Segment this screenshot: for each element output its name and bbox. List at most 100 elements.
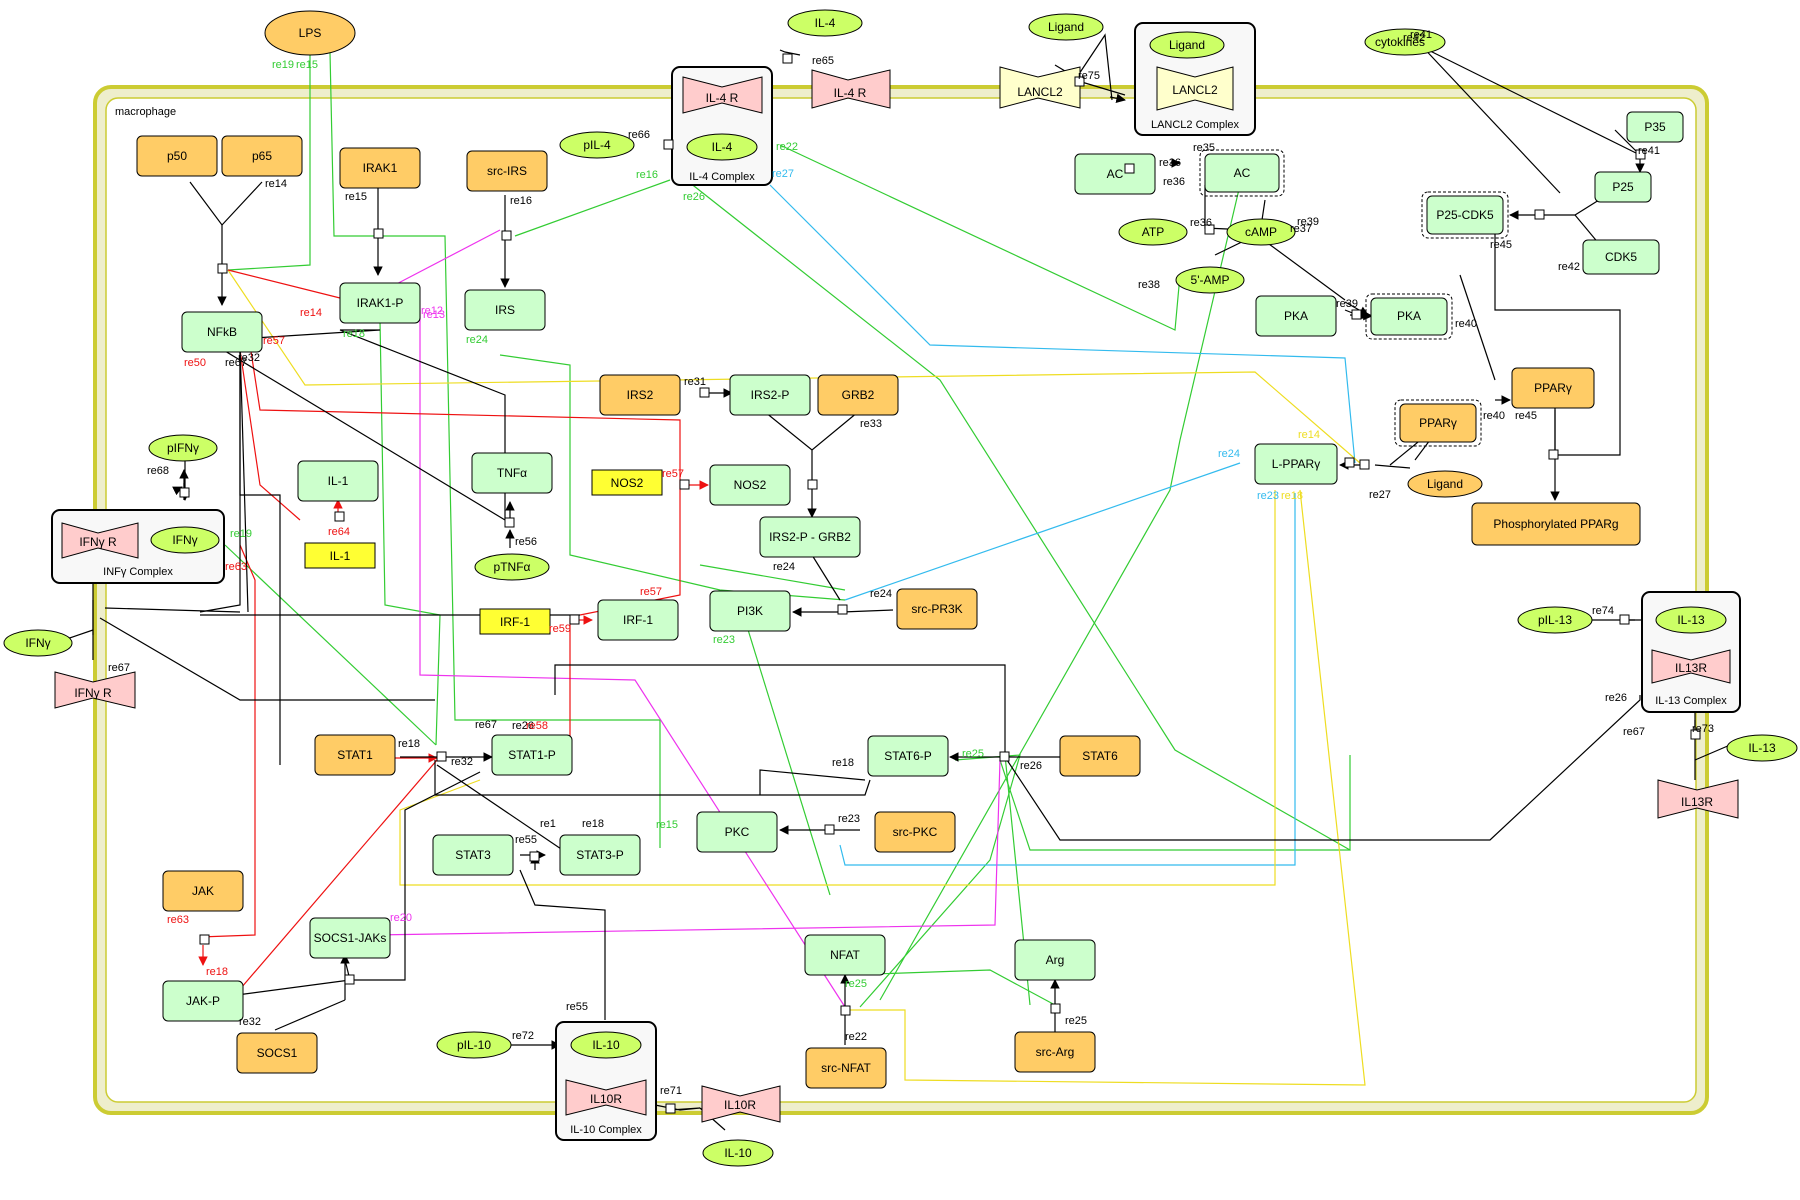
node-nfat[interactable]: NFAT [804,934,886,976]
node-pil13[interactable]: pIL-13 [1517,606,1593,634]
node-il13r-out[interactable]: IL13R [1657,779,1739,819]
node-ppar-orange[interactable]: PPARγ [1511,367,1595,409]
node-stat6[interactable]: STAT6 [1059,735,1141,777]
node-p50[interactable]: p50 [136,135,218,177]
reaction-label: re35 [1193,142,1215,154]
node-pifng[interactable]: pIFNγ [148,434,218,462]
node-stat3-p[interactable]: STAT3-P [559,834,641,876]
svg-text:src-PKC: src-PKC [893,825,938,839]
node-nos2[interactable]: NOS2 [709,464,791,506]
node-ac-left[interactable]: AC [1074,153,1156,195]
node-jak[interactable]: JAK [162,870,244,912]
reaction-label: re24 [773,561,795,573]
node-irs2-p[interactable]: IRS2-P [729,374,811,416]
svg-text:Ligand: Ligand [1048,20,1084,34]
node-irf1[interactable]: IRF-1 [597,599,679,641]
node-il10-out[interactable]: IL-10 [702,1139,774,1167]
node-il10-in[interactable]: IL-10 [570,1031,642,1059]
node-pka-left[interactable]: PKA [1255,295,1337,337]
svg-text:Phosphorylated PPARg: Phosphorylated PPARg [1493,517,1618,531]
reaction-label: re72 [512,1030,534,1042]
svg-text:CDK5: CDK5 [1605,250,1637,264]
node-pkc[interactable]: PKC [696,811,778,853]
svg-text:PKC: PKC [725,825,750,839]
node-cdk5[interactable]: CDK5 [1582,239,1660,275]
node-socs1[interactable]: SOCS1 [236,1032,318,1074]
node-irak1[interactable]: IRAK1 [339,147,421,189]
node-ptnfa[interactable]: pTNFα [474,553,550,581]
node-stat3[interactable]: STAT3 [432,834,514,876]
node-il13-in[interactable]: IL-13 [1655,606,1727,634]
node-il1[interactable]: IL-1 [297,460,379,502]
node-il10r-in[interactable]: IL10R [565,1079,647,1116]
node-irs[interactable]: IRS [464,289,546,331]
node-il4-in[interactable]: IL-4 [686,133,758,161]
reaction-label: re18 [832,757,854,769]
node-p25[interactable]: P25 [1594,171,1652,203]
node-il4r-out[interactable]: IL-4 R [811,69,891,109]
node-src-arg[interactable]: src-Arg [1014,1031,1096,1073]
node-pil4[interactable]: pIL-4 [559,131,635,159]
node-il13-out[interactable]: IL-13 [1726,734,1798,762]
node-p65[interactable]: p65 [221,135,303,177]
node-ppar-dashed[interactable]: PPARγ [1394,399,1482,447]
node-lancl2-complex-ligand[interactable]: Ligand [1149,31,1225,59]
reaction-label: re22 [845,1031,867,1043]
node-src-irs[interactable]: src-IRS [466,150,548,192]
node-irs2-p-grb2[interactable]: IRS2-P - GRB2 [759,516,861,558]
node-il1-rna[interactable]: IL-1 [304,542,376,569]
node-lps[interactable]: LPS [264,10,356,56]
node-irf1-rna[interactable]: IRF-1 [479,608,551,635]
node-jak-p[interactable]: JAK-P [162,980,244,1022]
node-ifng-in[interactable]: IFNγ [150,526,220,554]
node-il4-top[interactable]: IL-4 [787,9,863,37]
node-src-pkc[interactable]: src-PKC [874,811,956,853]
svg-text:P25: P25 [1612,180,1634,194]
node-cytokines[interactable]: cytokines [1364,28,1446,56]
reaction-label: re26 [512,720,534,732]
reaction-label: re66 [628,129,650,141]
node-pi3k[interactable]: PI3K [709,590,791,632]
node-il13r-in[interactable]: IL13R [1651,649,1731,684]
node-tnfa[interactable]: TNFα [471,452,553,494]
node-stat6-p[interactable]: STAT6-P [867,735,949,777]
node-l-pparg[interactable]: L-PPARγ [1254,443,1338,485]
reaction-label: re25 [1065,1015,1087,1027]
node-ifngr-in[interactable]: IFNγ R [61,522,139,559]
node-p25-cdk5[interactable]: P25-CDK5 [1421,191,1509,239]
svg-text:IRS2-P: IRS2-P [751,388,790,402]
node-p35[interactable]: P35 [1626,111,1684,143]
ifng-complex-label: INFγ Complex [103,566,173,578]
node-pil10[interactable]: pIL-10 [436,1031,512,1059]
node-pka-right[interactable]: PKA [1365,293,1453,340]
node-src-nfat[interactable]: src-NFAT [805,1047,887,1089]
node-nos2-rna[interactable]: NOS2 [591,469,663,496]
node-socs1-jaks[interactable]: SOCS1-JAKs [309,917,391,959]
node-irak1-p[interactable]: IRAK1-P [339,282,421,324]
svg-text:p50: p50 [167,149,187,163]
node-irs2[interactable]: IRS2 [599,374,681,416]
node-phosphorylated-pparg[interactable]: Phosphorylated PPARg [1471,502,1641,546]
node-camp[interactable]: cAMP [1226,218,1296,246]
node-stat1-p[interactable]: STAT1-P [491,734,573,776]
svg-text:IL13R: IL13R [1681,795,1713,809]
reaction-label: re25 [962,748,984,760]
node-ifng-out[interactable]: IFNγ [3,629,73,657]
node-lancl2-complex-lancl2[interactable]: LANCL2 [1156,66,1234,111]
node-grb2[interactable]: GRB2 [817,374,899,416]
node-ac-right[interactable]: AC [1199,149,1285,197]
node-arg[interactable]: Arg [1014,939,1096,981]
node-nfkb[interactable]: NFkB [181,311,263,353]
reaction-label: re32 [239,1016,261,1028]
node-il4r-in[interactable]: IL-4 R [682,76,763,114]
node-src-pr3k[interactable]: src-PR3K [896,588,978,630]
node-il10r-out[interactable]: IL10R [701,1085,781,1123]
node-ligand-right[interactable]: Ligand [1407,470,1483,498]
svg-text:NFAT: NFAT [830,948,860,962]
node-5amp[interactable]: 5'-AMP [1175,266,1245,294]
node-atp[interactable]: ATP [1118,218,1188,246]
node-stat1[interactable]: STAT1 [314,734,396,776]
node-ifngr-out[interactable]: IFNγ R [54,671,136,709]
node-ligand-top[interactable]: Ligand [1028,13,1104,41]
node-lancl2-out[interactable]: LANCL2 [999,66,1081,109]
